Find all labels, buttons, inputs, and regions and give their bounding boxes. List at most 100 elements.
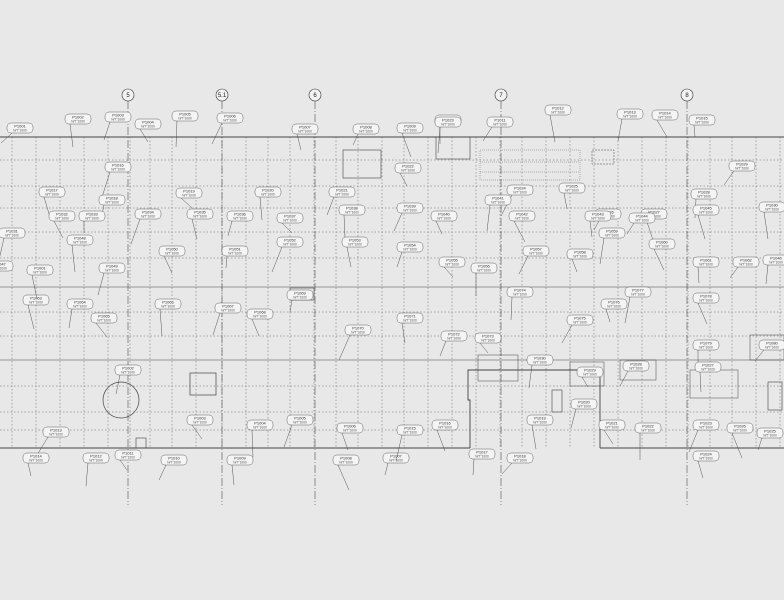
leader-line — [251, 318, 260, 337]
leader-line — [510, 296, 513, 321]
leader-line — [341, 432, 349, 451]
leader-line — [443, 266, 454, 278]
tag-subtext: N/T°1000 — [441, 123, 455, 127]
tag-id: P1077 — [632, 287, 644, 292]
tag-id: P1066 — [162, 299, 174, 304]
tag-id: P1023 — [700, 420, 712, 425]
leader-line — [97, 272, 105, 296]
leader-line — [384, 462, 389, 476]
leader-line — [69, 123, 74, 148]
tag-id: P1006 — [224, 113, 236, 118]
tag-subtext: N/T°1000 — [5, 234, 19, 238]
tag-subtext: N/T°1000 — [655, 245, 669, 249]
tag-subtext: N/T°1000 — [481, 339, 495, 343]
tag-id: P1009 — [404, 123, 416, 128]
tag-subtext: N/T°1000 — [699, 211, 713, 215]
tag-id: P1033 — [86, 211, 98, 216]
tag-subtext: N/T°1000 — [551, 111, 565, 115]
tag-subtext: N/T°1000 — [228, 252, 242, 256]
tag-subtext: N/T°1000 — [515, 217, 529, 221]
tag-id: P1032 — [56, 211, 68, 216]
tag-subtext: N/T°1000 — [111, 118, 125, 122]
tag-subtext: N/T°1000 — [491, 201, 505, 205]
tag-id: P1020 — [262, 187, 274, 192]
tag-subtext: N/T°1000 — [33, 271, 47, 275]
leader-line — [159, 308, 163, 337]
tag-subtext: N/T°1000 — [167, 461, 181, 465]
tag-id: P1049 — [106, 263, 118, 268]
tag-id: P1007 — [299, 124, 311, 129]
tag-id: P1052 — [284, 237, 296, 242]
tag-subtext: N/T°1000 — [73, 305, 87, 309]
tag-subtext: N/T°1000 — [699, 457, 713, 461]
leader-line — [180, 197, 193, 209]
leader-line — [603, 429, 614, 445]
tag-subtext: N/T°1000 — [699, 346, 713, 350]
leader-line — [211, 122, 223, 145]
leader-line — [697, 460, 704, 479]
tag-id: P1046 — [770, 255, 782, 260]
tag-subtext: N/T°1000 — [765, 208, 779, 212]
leader-line — [191, 218, 198, 240]
tag-subtext: N/T°1000 — [233, 217, 247, 221]
tag-subtext: N/T°1000 — [71, 120, 85, 124]
tag-subtext: N/T°1000 — [658, 116, 672, 120]
tag-subtext: N/T°1000 — [605, 234, 619, 238]
tag-id: P1002 — [72, 114, 84, 119]
tag-id: P1065 — [98, 313, 110, 318]
tag-subtext: N/T°1000 — [401, 169, 415, 173]
tag-subtext: N/T°1000 — [348, 243, 362, 247]
leader-line — [563, 192, 568, 210]
plan-walls — [0, 136, 784, 449]
tag-subtext: N/T°1000 — [765, 346, 779, 350]
tag-id: P1003 — [194, 415, 206, 420]
tag-id: P1013 — [50, 427, 62, 432]
tag-subtext: N/T°1000 — [445, 263, 459, 267]
leader-line — [271, 246, 283, 273]
tag-id: P1025 — [566, 183, 578, 188]
leader-line — [626, 222, 635, 235]
tag-subtext: N/T°1000 — [298, 130, 312, 134]
tag-id: P1072 — [448, 331, 460, 336]
tag-id: P1056 — [478, 263, 490, 268]
tag-subtext: N/T°1000 — [403, 248, 417, 252]
tag-subtext: N/T°1000 — [403, 431, 417, 435]
leader-line — [697, 266, 700, 284]
leader-line — [624, 296, 631, 324]
leader-line — [472, 458, 475, 476]
tag-id: P1015 — [404, 425, 416, 430]
tag-subtext: N/T°1000 — [359, 130, 373, 134]
tag-subtext: N/T°1000 — [733, 429, 747, 433]
tag-id: P1080 — [766, 340, 778, 345]
tag-id: P1057 — [530, 246, 542, 251]
leader-line — [561, 324, 573, 344]
tag-subtext: N/T°1000 — [437, 217, 451, 221]
tag-id: P1015 — [696, 115, 708, 120]
tag-id: P1022 — [642, 423, 654, 428]
tag-id: P1031 — [6, 228, 18, 233]
tag-subtext: N/T°1000 — [351, 331, 365, 335]
leader-line — [346, 246, 352, 268]
tag-subtext: N/T°1000 — [701, 368, 715, 372]
tag-id: P1009 — [234, 455, 246, 460]
tag-subtext: N/T°1000 — [105, 201, 119, 205]
tag-id: P1008 — [360, 124, 372, 129]
tag-subtext: N/T°1000 — [335, 193, 349, 197]
tag-id: P1019 — [183, 188, 195, 193]
leader-line — [85, 462, 89, 487]
